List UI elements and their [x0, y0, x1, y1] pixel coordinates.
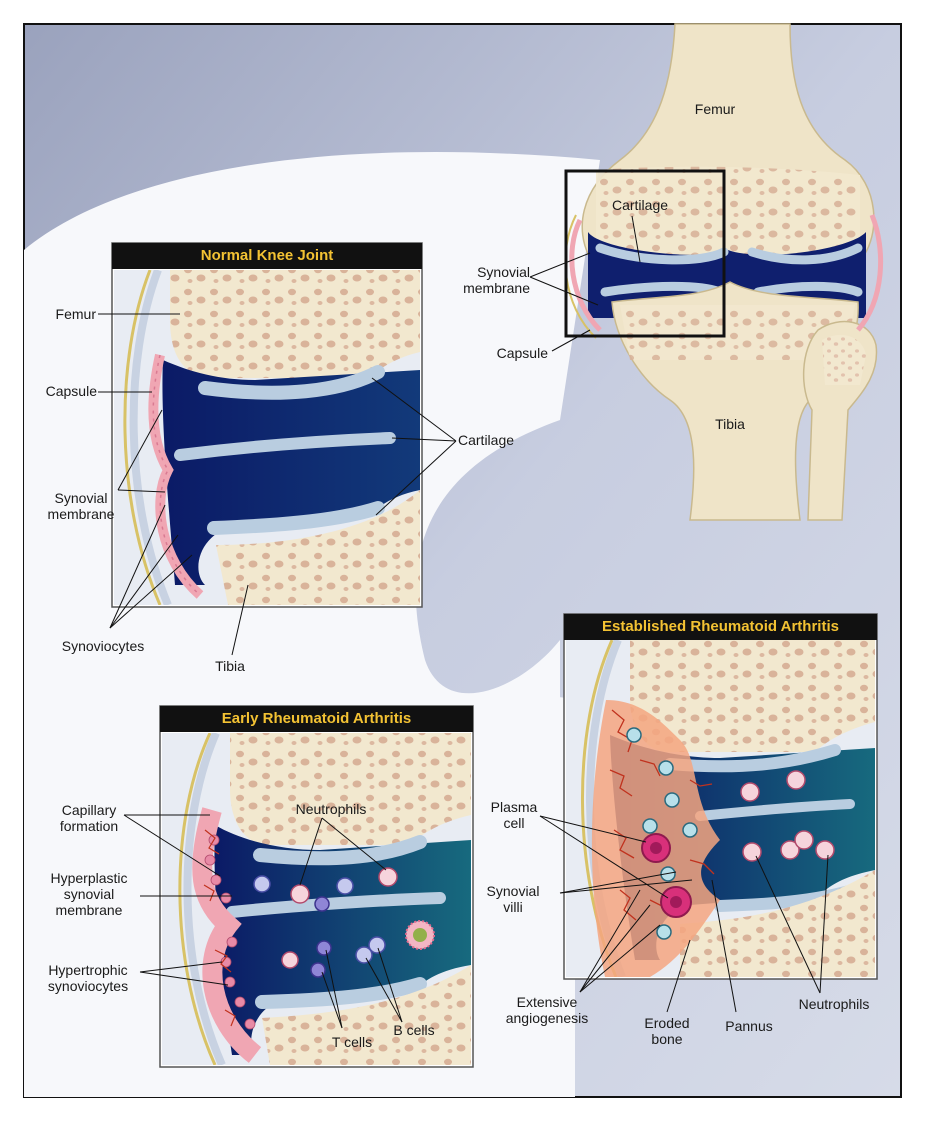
- normal-capsule-label: Capsule: [45, 383, 97, 399]
- normal-panel-art: [98, 215, 641, 656]
- overview-tibia-label: Tibia: [715, 416, 745, 432]
- early-b-cells-label: B cells: [393, 1022, 435, 1038]
- normal-panel-title: Normal Knee Joint: [112, 243, 422, 269]
- est-extensive-angiogenesis-label: Extensive angiogenesis: [505, 994, 589, 1026]
- established-panel-title: Established Rheumatoid Arthritis: [564, 614, 877, 640]
- early-t-cells-label: T cells: [331, 1034, 373, 1050]
- overview-knee: [564, 23, 884, 521]
- normal-synovial-membrane-label: Synovial membrane: [47, 490, 115, 522]
- early-panel-title: Early Rheumatoid Arthritis: [160, 706, 473, 732]
- overview-femur-label: Femur: [694, 101, 736, 117]
- normal-cartilage-label: Cartilage: [458, 432, 515, 448]
- normal-femur-label: Femur: [55, 306, 96, 322]
- overview-synovial-membrane-label: Synovial membrane: [463, 264, 530, 296]
- est-eroded-bone-label: Eroded bone: [644, 1015, 690, 1047]
- normal-tibia-label: Tibia: [215, 658, 245, 674]
- early-panel-art: [123, 705, 474, 1068]
- est-neutrophils-label: Neutrophils: [798, 996, 870, 1012]
- early-neutrophils-label: Neutrophils: [295, 801, 367, 817]
- early-capillary-formation-label: Capillary formation: [59, 802, 119, 834]
- established-panel-art: [539, 613, 878, 1013]
- overview-cartilage-label: Cartilage: [611, 197, 669, 213]
- early-hyperplastic-label: Hyperplastic synovial membrane: [50, 870, 128, 918]
- normal-synoviocytes-label: Synoviocytes: [61, 638, 145, 654]
- early-hypertrophic-label: Hypertrophic synoviocytes: [47, 962, 129, 994]
- est-synovial-villi-label: Synovial villi: [486, 883, 540, 915]
- est-pannus-label: Pannus: [725, 1018, 773, 1034]
- est-plasma-cell-label: Plasma cell: [490, 799, 538, 831]
- overview-capsule-label: Capsule: [496, 345, 548, 361]
